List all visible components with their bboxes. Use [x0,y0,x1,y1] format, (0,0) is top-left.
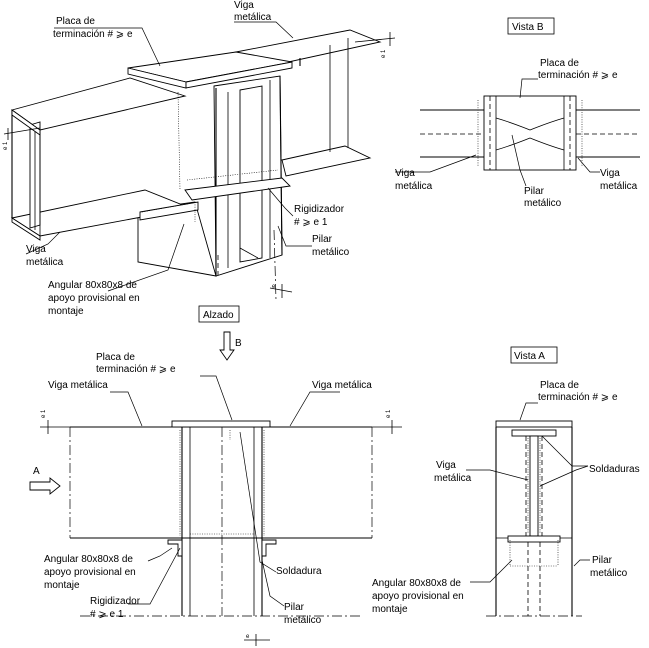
alzado-viga-right-label: Viga metálica [312,380,372,391]
iso-pilar [137,75,283,301]
iso-viga-left [10,77,192,241]
vista-a-pilar-label-1: Pilar [592,555,613,566]
alzado-placa-label-2: terminación # ⩾ e [96,364,176,375]
alzado-rigidizador-label-2: # ⩾ e 1 [90,609,124,620]
iso-dim-e1-right: e 1 [381,49,387,58]
iso-viga-left-label-1: Viga [26,244,46,255]
vista-b-title: Vista B [512,22,544,33]
vista-b-pilar-label-1: Pilar [524,186,545,197]
vista-b-placa-label-1: Placa de [540,58,579,69]
vista-a-angular-label-2: apoyo provisional en [372,591,464,602]
vista-a-pilar-label-2: metálico [590,568,628,579]
iso-bottom-flange [184,177,291,201]
iso-dimensions: e 1 e 1 e [3,32,396,298]
vista-b-viga-left-label-1: Viga [395,168,415,179]
iso-dim-e1-left: e 1 [3,141,9,150]
vista-b-pilar-label-2: metálico [524,198,562,209]
alzado-angular-left [167,539,183,557]
vista-b-placa-label-2: terminación # ⩾ e [538,70,618,81]
vista-a-placa [495,420,573,428]
vista-a-viga-label-1: Viga [436,460,456,471]
alzado-pilar-label-1: Pilar [284,602,305,613]
vista-a-angular-label-3: montaje [372,604,408,615]
vista-b-title-box [507,17,555,35]
alzado-angular-right [261,539,277,557]
vista-b-viga-right-label-1: Viga [600,168,620,179]
iso-viga-left-label-2: metálica [26,257,64,268]
iso-pilar-label-1: Pilar [312,234,333,245]
iso-viga-top-label-2: metálica [234,12,272,23]
vista-b-viga-right-label-2: metálica [600,181,638,192]
iso-dim-e: e [272,284,276,290]
vista-a-view: Vista A Placa de terminación # ⩾ e Viga … [372,346,640,617]
vista-a-angular-label-1: Angular 80x80x8 de [372,578,461,589]
iso-viga-right [234,29,382,177]
alzado-placa [171,420,271,428]
iso-angular-label-1: Angular 80x80x8 de [48,280,137,291]
alzado-angular-label-2: apoyo provisional en [44,567,136,578]
alzado-soldadura-label: Soldadura [276,566,322,577]
alzado-angular-label-1: Angular 80x80x8 de [44,554,133,565]
alzado-pilar-label-2: metálico [284,615,322,626]
alzado-rigidizador-label-1: Rigidizador [90,596,141,607]
alzado-dim-e: e [246,634,250,640]
iso-viga-top-label-1: Viga [234,0,254,11]
alzado-title-box [198,305,240,323]
vista-a-title-box [510,346,558,364]
isometric-view: e 1 e 1 e Placa de terminación # ⩾ e Vig… [3,0,396,317]
iso-pilar-label-2: metálico [312,247,350,258]
iso-placa-label-2: terminación # ⩾ e [53,29,133,40]
alzado-dim-e1-left: e 1 [41,409,47,418]
alzado-dim-e1-right: e 1 [386,409,392,418]
vista-a-placa-label-2: terminación # ⩾ e [538,392,618,403]
vista-b-viga-left-label-2: metálica [395,181,433,192]
alzado-view: Alzado B A [29,305,402,646]
alzado-arrow-a: A [29,466,61,495]
alzado-arrow-b-label: B [235,338,242,349]
alzado-title: Alzado [203,310,234,321]
alzado-placa-label-1: Placa de [96,352,135,363]
vista-a-viga-label-2: metálica [434,473,472,484]
iso-placa-terminacion [127,51,293,89]
iso-rigidizador [139,91,279,222]
iso-rigidizador-label-2: # ⩾ e 1 [294,217,328,228]
iso-angular-label-3: montaje [48,306,84,317]
iso-angular-label-2: apoyo provisional en [48,293,140,304]
alzado-arrow-b: B [219,331,242,361]
vista-a-soldaduras-label: Soldaduras [589,464,640,475]
alzado-angular-label-3: montaje [44,580,80,591]
alzado-arrow-a-label: A [33,466,40,477]
iso-rigidizador-label-1: Rigidizador [294,204,345,215]
alzado-viga-left-label: Viga metálica [48,380,108,391]
vista-a-placa-label-1: Placa de [540,380,579,391]
iso-placa-label-1: Placa de [56,16,95,27]
iso-leaders [25,21,312,292]
vista-b-view: Vista B Placa de terminación # ⩾ e Viga … [395,17,640,209]
vista-a-title: Vista A [514,351,545,362]
